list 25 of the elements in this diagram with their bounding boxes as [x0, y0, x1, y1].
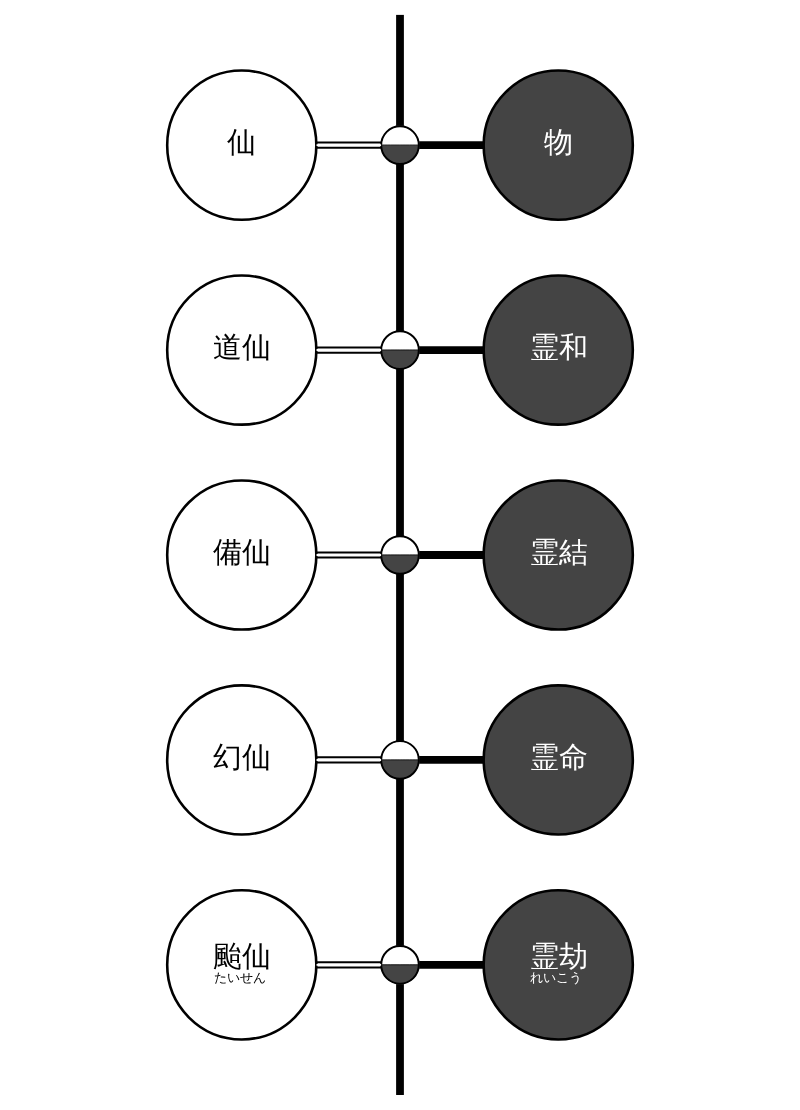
connector — [419, 141, 484, 150]
connector — [419, 960, 484, 969]
node-circle: 幻仙 — [165, 684, 318, 836]
node-circle: 霊結 — [482, 479, 635, 631]
connector — [315, 551, 383, 559]
connector — [315, 346, 383, 354]
node-circle: 霊和 — [482, 274, 635, 426]
connector — [315, 141, 383, 149]
node-circle: 道仙 — [165, 274, 318, 426]
connector — [396, 573, 404, 741]
connector — [396, 14, 404, 126]
node-circle: 物 — [482, 69, 635, 221]
connector — [419, 551, 484, 559]
connector — [419, 756, 484, 764]
node-circle: 霊命 — [482, 684, 635, 836]
connector — [396, 368, 404, 536]
connector — [315, 756, 383, 764]
node-circle: 備仙 — [165, 479, 318, 631]
connector — [396, 164, 404, 332]
connector — [419, 346, 484, 354]
node-circle: 颱仙 たいせん — [165, 889, 318, 1041]
connector — [315, 961, 383, 969]
connector — [396, 778, 404, 946]
node-circle: 霊劫 れいこう — [482, 889, 635, 1041]
node-circle: 仙 — [165, 69, 318, 221]
